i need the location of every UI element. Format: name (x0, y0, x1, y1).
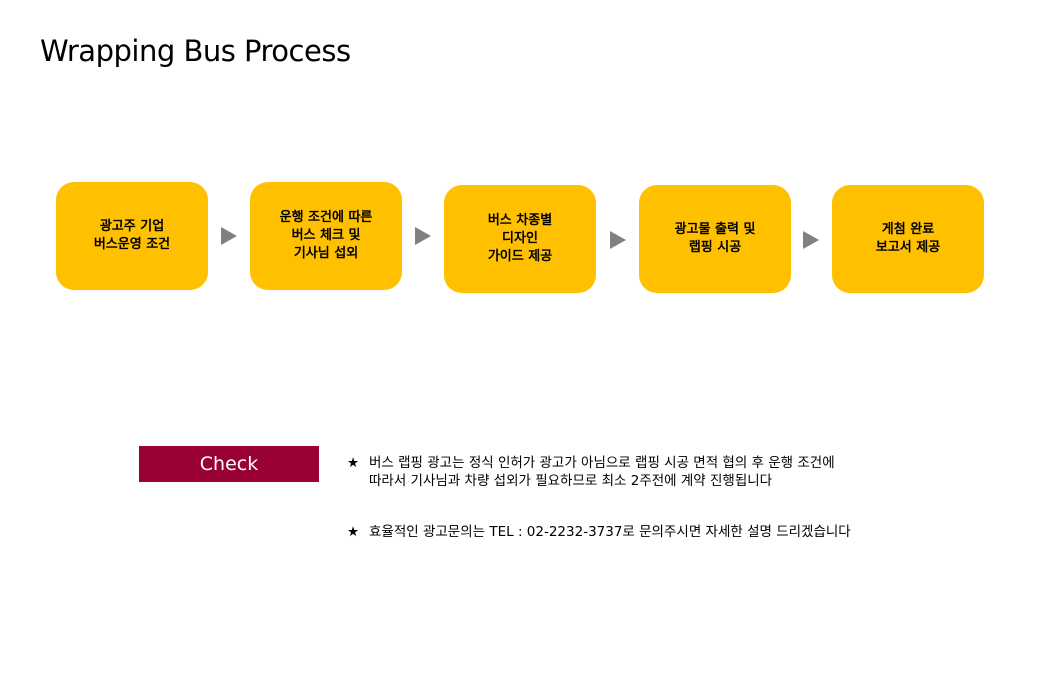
check-label: Check (139, 446, 319, 482)
process-step-2: 운행 조건에 따른 버스 체크 및 기사님 섭외 (250, 182, 402, 290)
process-step-5: 게첨 완료 보고서 제공 (832, 185, 984, 293)
triangle-right-icon (221, 227, 237, 245)
note-text: 버스 랩핑 광고는 정식 인허가 광고가 아님으로 랩핑 시공 면적 협의 후 … (369, 455, 835, 489)
note-item: ★ 버스 랩핑 광고는 정식 인허가 광고가 아님으로 랩핑 시공 면적 협의 후… (347, 454, 835, 490)
process-step-4: 광고물 출력 및 랩핑 시공 (639, 185, 791, 293)
triangle-right-icon (610, 231, 626, 249)
triangle-right-icon (803, 231, 819, 249)
star-icon: ★ (347, 524, 360, 540)
page-title: Wrapping Bus Process (40, 34, 351, 68)
star-icon: ★ (347, 455, 360, 471)
process-step-1: 광고주 기업 버스운영 조건 (56, 182, 208, 290)
note-item: ★ 효율적인 광고문의는 TEL : 02-2232-3737로 문의주시면 자세… (347, 523, 851, 541)
triangle-right-icon (415, 227, 431, 245)
note-text: 효율적인 광고문의는 TEL : 02-2232-3737로 문의주시면 자세한… (369, 524, 851, 540)
process-step-3: 버스 차종별 디자인 가이드 제공 (444, 185, 596, 293)
